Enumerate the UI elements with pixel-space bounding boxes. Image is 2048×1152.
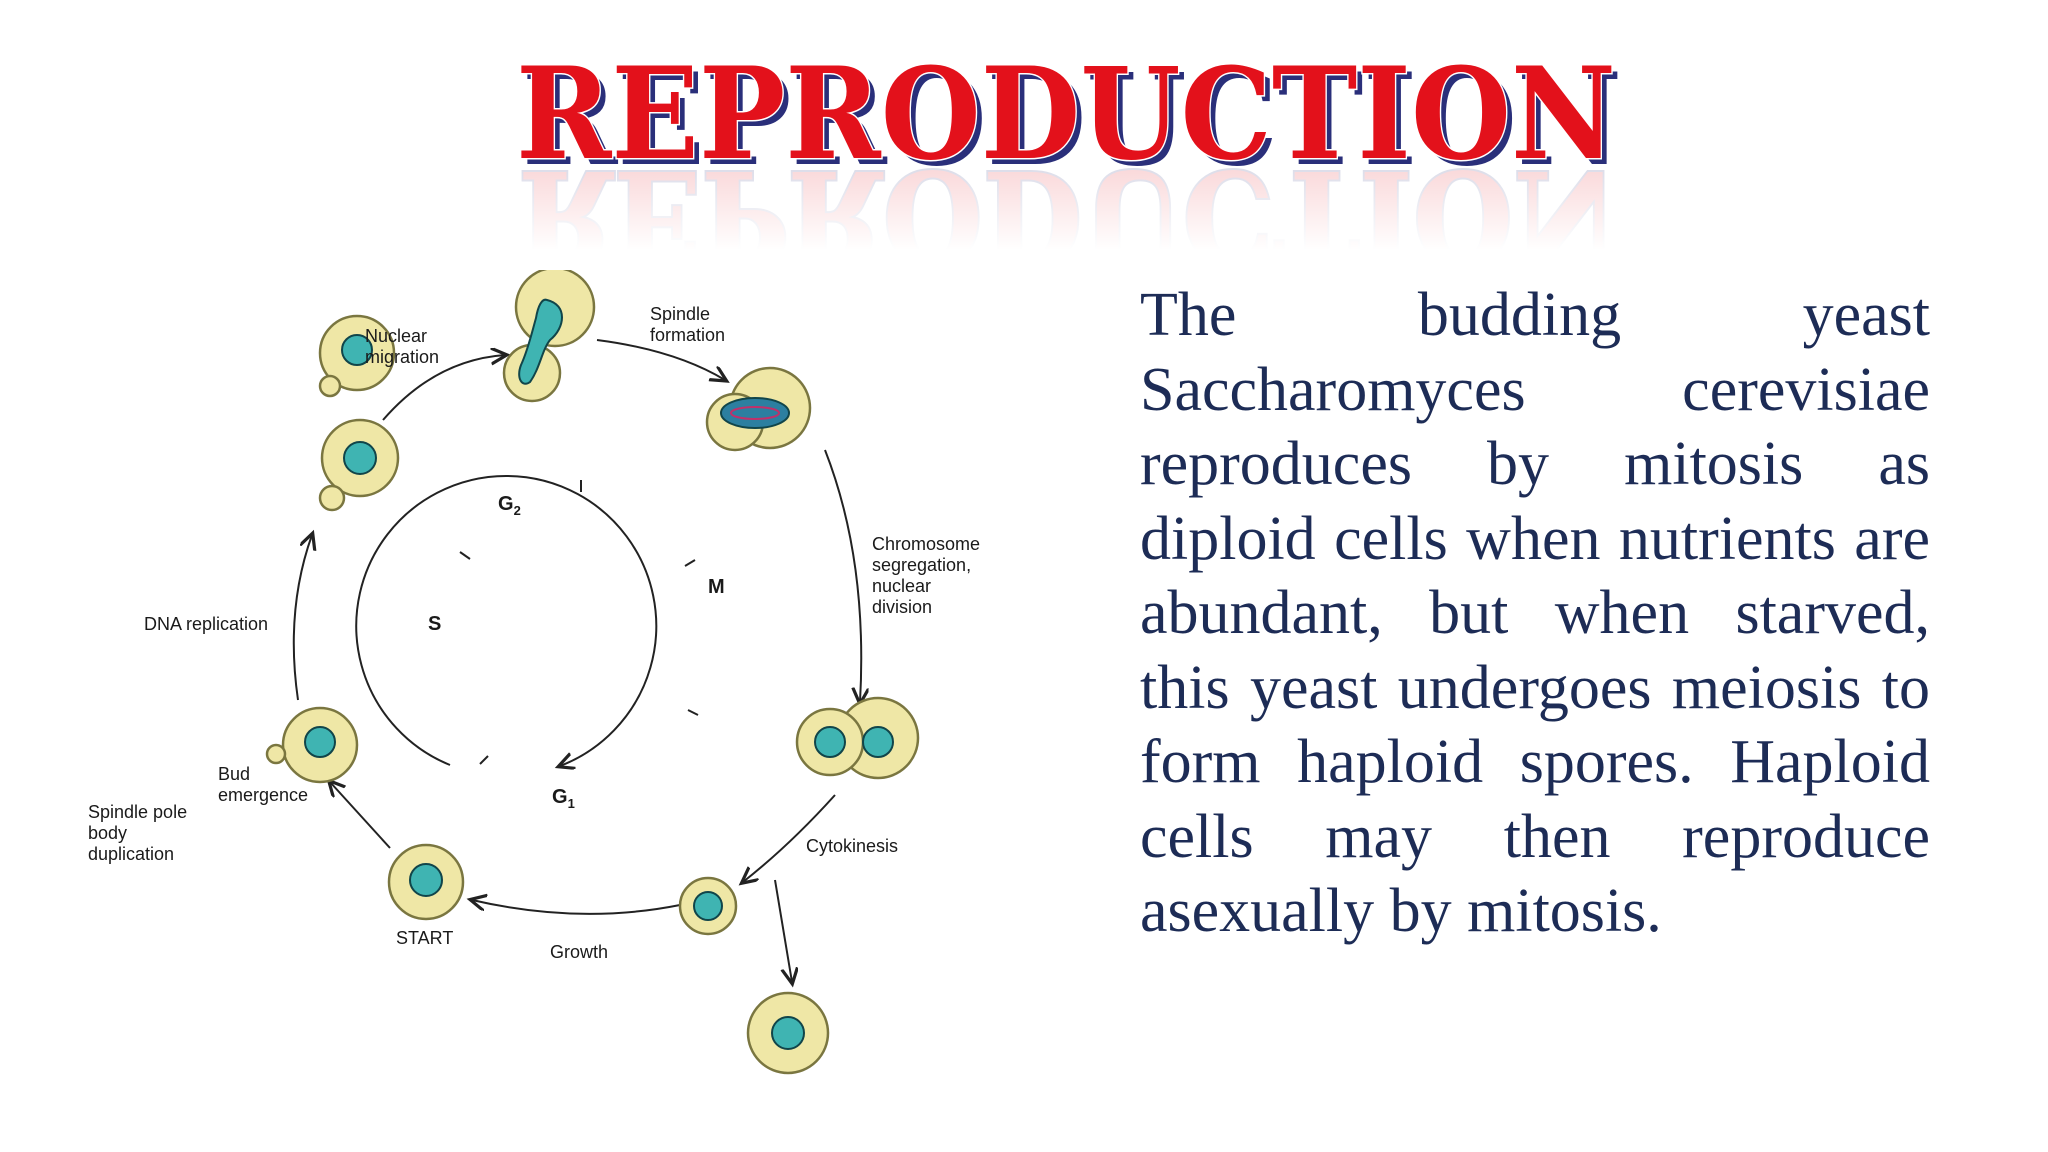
title-graphic: REPRODUCTION REPRODUCTION REPRODUCTION [480, 39, 1660, 292]
cell-spindle-formation [705, 366, 812, 452]
phase-g2: G2 [498, 493, 521, 518]
outer-cycle-arrows [292, 339, 861, 982]
body-paragraph: The budding yeast Saccharomyces cerevisi… [1140, 281, 1930, 945]
label-dna-replication: DNA replication [144, 614, 268, 634]
label-nuclear-migration-2: migration [365, 347, 439, 367]
label-spindle-formation-1: Spindle [650, 304, 710, 324]
page-title: REPRODUCTION [516, 40, 1616, 188]
phase-s: S [428, 613, 441, 635]
label-bud-2: emergence [218, 785, 308, 805]
label-bud-1: Bud [218, 764, 250, 784]
cell-mother-bottom [746, 991, 830, 1075]
title-shadow: REPRODUCTION [522, 46, 1622, 194]
cell-start [387, 843, 465, 921]
label-spindle-pole-3: duplication [88, 844, 174, 864]
label-chromosome-2: segregation, [872, 555, 971, 575]
inner-cycle: G2 M S G1 [355, 474, 725, 811]
cell-daughter [678, 876, 738, 936]
cell-chromosome-segregation [795, 696, 920, 780]
label-start: START [396, 928, 453, 948]
cell-top-left-upper [318, 418, 400, 512]
title-area: REPRODUCTION REPRODUCTION REPRODUCTION [0, 30, 2048, 292]
label-spindle-pole-1: Spindle pole [88, 802, 187, 822]
label-growth: Growth [550, 942, 608, 962]
label-spindle-pole-2: body [88, 823, 127, 843]
label-cytokinesis: Cytokinesis [806, 836, 898, 856]
cell-bud-emergence [265, 706, 359, 784]
label-chromosome-4: division [872, 597, 932, 617]
phase-m: M [708, 576, 725, 598]
label-chromosome-1: Chromosome [872, 534, 980, 554]
label-spindle-formation-2: formation [650, 325, 725, 345]
phase-g1: G1 [552, 786, 575, 811]
cell-nuclear-migration [502, 270, 596, 403]
label-nuclear-migration-1: Nuclear [365, 326, 427, 346]
cell-cycle-diagram: G2 M S G1 [88, 270, 980, 1075]
cell-unbudded-top-left [318, 314, 396, 398]
label-chromosome-3: nuclear [872, 576, 931, 596]
inner-cycle-arrow [355, 474, 658, 766]
